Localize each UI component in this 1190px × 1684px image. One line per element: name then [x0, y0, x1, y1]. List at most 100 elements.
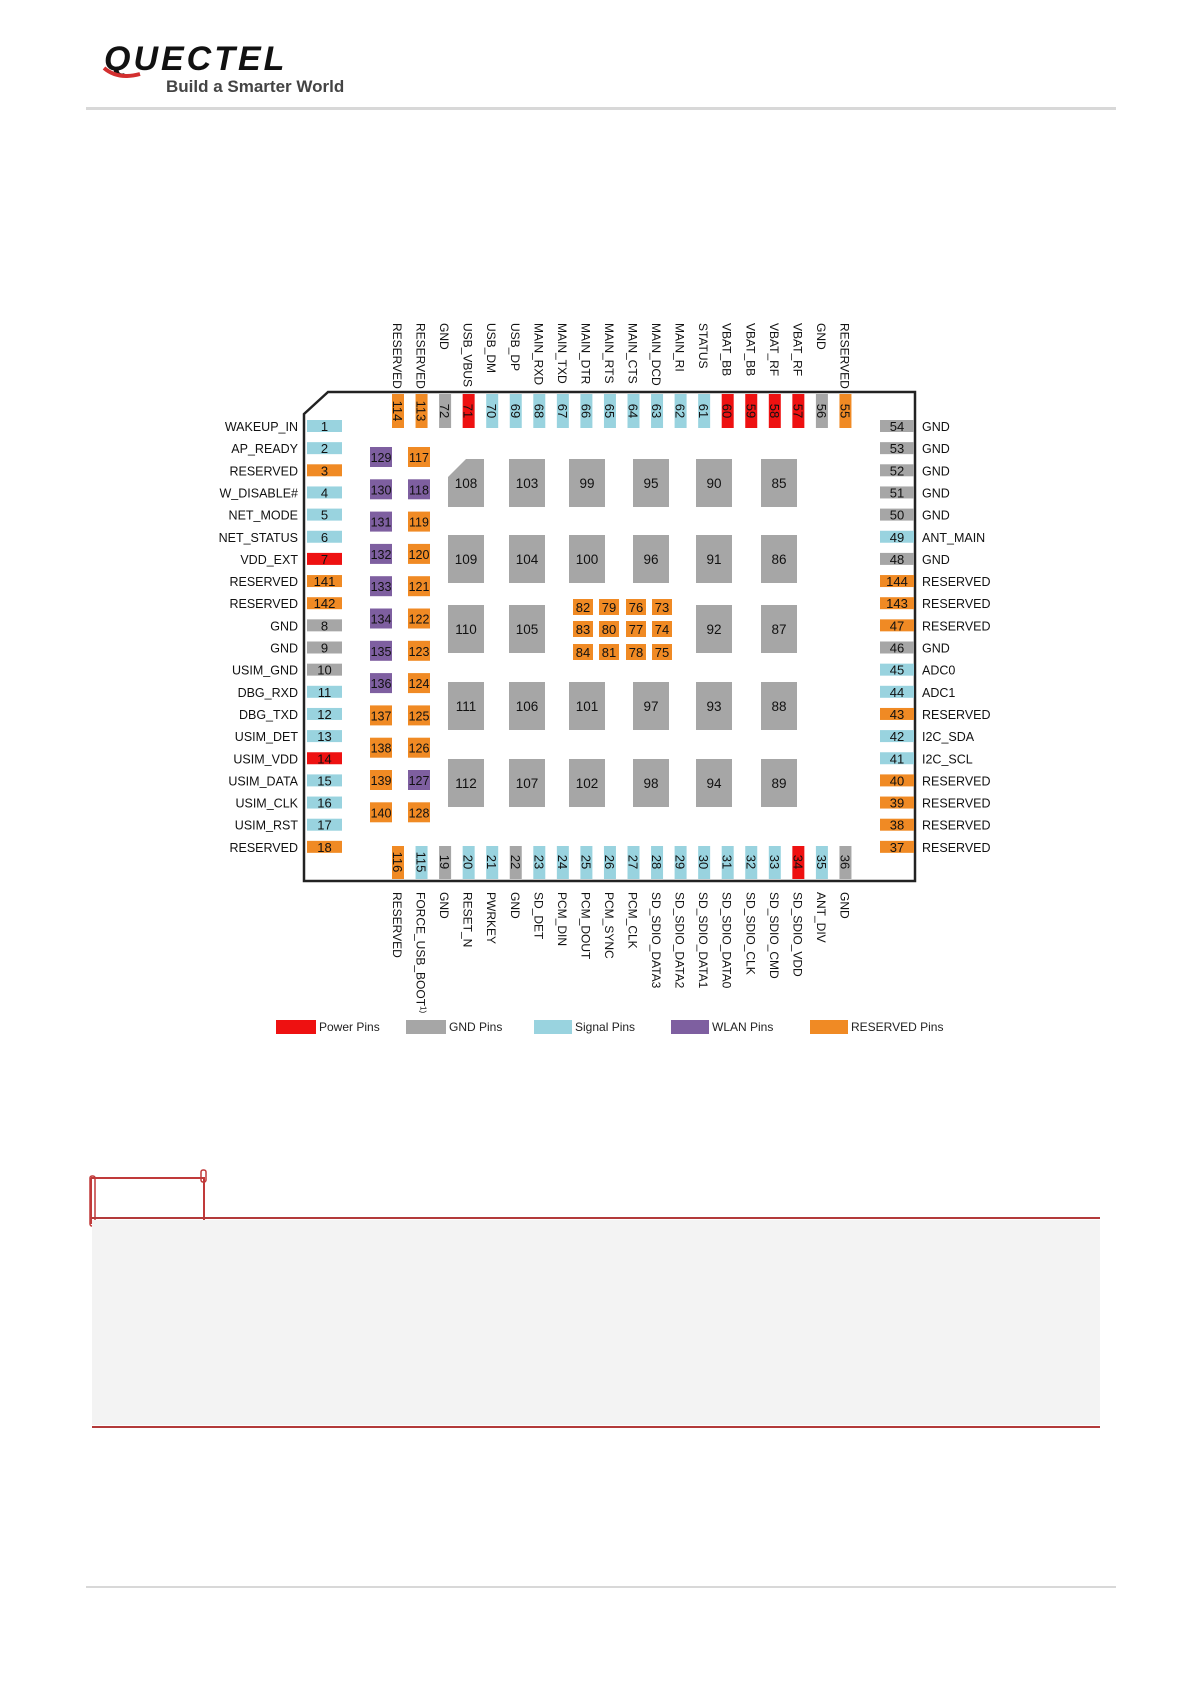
- gnd-pad: 93: [696, 682, 732, 730]
- pin-number: 126: [409, 742, 430, 756]
- inner-pin-a: 134: [370, 608, 392, 629]
- pad-number: 95: [643, 476, 658, 491]
- pin-number: 28: [649, 855, 664, 869]
- pin-name: PCM_DOUT: [578, 892, 592, 960]
- pin-name: PCM_DIN: [555, 892, 569, 946]
- pin-number: 64: [626, 404, 641, 418]
- pad-body: [448, 535, 484, 583]
- pin-number: 47: [890, 618, 904, 633]
- pin-pad: [652, 621, 672, 637]
- pin-number: 78: [629, 645, 643, 660]
- pin-pad: [573, 644, 593, 660]
- pin-number: 22: [508, 855, 523, 869]
- pin-name: GND: [508, 892, 522, 919]
- pin-pad: [880, 420, 914, 432]
- inner-pin-a: 140: [370, 802, 392, 823]
- pin-number: 20: [461, 855, 476, 869]
- logo-wordmark: QUECTEL: [104, 40, 287, 78]
- pin-pad: [392, 394, 404, 428]
- pin-number: 35: [814, 855, 829, 869]
- right-pin: 39 RESERVED: [880, 796, 991, 811]
- pin-number: 29: [673, 855, 688, 869]
- pin-pad: [652, 599, 672, 615]
- pad-body: [633, 759, 669, 807]
- gnd-pad: 104: [509, 535, 545, 583]
- pin-pad: [307, 685, 342, 698]
- pin-pad: [408, 479, 430, 500]
- pin-name: PWRKEY: [484, 892, 498, 944]
- pin-name: W_DISABLE#: [219, 486, 298, 500]
- gnd-pad: 105: [509, 605, 545, 653]
- pad-number: 100: [576, 552, 599, 567]
- pin-pad: [415, 394, 428, 428]
- pin-name: RESERVED: [922, 797, 991, 811]
- pad-number: 106: [516, 699, 539, 714]
- gnd-pad: 87: [761, 605, 797, 653]
- gnd-pad: 109: [448, 535, 484, 583]
- gnd-pad: 91: [696, 535, 732, 583]
- gnd-pad: 95: [633, 459, 669, 507]
- pin-number: 132: [371, 548, 392, 562]
- pin-number: 72: [437, 404, 452, 418]
- pin-number: 30: [696, 855, 711, 869]
- pin-name: MAIN_RI: [673, 323, 687, 372]
- inner-pin-a: 136: [370, 673, 392, 694]
- pin-number: 11: [318, 685, 332, 700]
- pin-name: FORCE_USB_BOOT1): [414, 892, 428, 1013]
- pin-pad: [674, 846, 687, 879]
- pad-body: [696, 535, 732, 583]
- pin-number: 39: [890, 796, 904, 811]
- pin-pad: [408, 737, 430, 758]
- pin-number: 59: [743, 404, 758, 418]
- pad-body: [696, 459, 732, 507]
- pin-name: GND: [837, 892, 851, 919]
- pin-name: USIM_VDD: [233, 752, 298, 766]
- pad-body: [569, 682, 605, 730]
- pin-pad: [768, 394, 781, 428]
- pin-number: 31: [720, 855, 735, 869]
- note-bottom-rule: [92, 1426, 1100, 1428]
- pin-name: SD_SDIO_DATA3: [649, 892, 663, 989]
- pin-pad: [880, 730, 914, 743]
- pin-name: GND: [922, 442, 950, 456]
- pin-name: STATUS: [696, 323, 710, 369]
- pad-number: 88: [771, 699, 786, 714]
- pin-number: 141: [314, 574, 336, 589]
- pin-number: 40: [890, 773, 904, 788]
- pin-name: RESET_N: [461, 892, 475, 947]
- pin-name: RESERVED: [414, 323, 428, 389]
- gnd-pad: 111: [448, 682, 484, 730]
- pin-pad: [415, 846, 428, 879]
- pin-pad: [880, 685, 914, 698]
- pin-pad: [307, 530, 342, 543]
- pin-number: 68: [531, 404, 546, 418]
- pin-name: NET_MODE: [229, 509, 298, 523]
- pin-name: ADC1: [922, 686, 955, 700]
- quectel-logo: QUECTEL Build a Smarter World: [102, 40, 344, 96]
- pin-pad: [792, 394, 805, 428]
- inner-pin-b: 121: [408, 576, 430, 597]
- inner-pin-a: 130: [370, 479, 392, 500]
- gnd-pad: 90: [696, 459, 732, 507]
- pin-number: 122: [409, 613, 430, 627]
- pin-name: SD_SDIO_DATA2: [673, 892, 687, 989]
- pin-name: USIM_DET: [235, 730, 299, 744]
- center-pin: 83: [573, 621, 593, 637]
- pad-body: [761, 682, 797, 730]
- gnd-pad: 110: [448, 605, 484, 653]
- inner-pin-b: 127: [408, 770, 430, 790]
- pin-number: 138: [371, 742, 392, 756]
- pin-name: RESERVED: [229, 597, 298, 611]
- legend-item-gnd: GND Pins: [406, 1018, 502, 1036]
- legend-item-wlan: WLAN Pins: [671, 1018, 773, 1036]
- pad-number: 99: [579, 476, 594, 491]
- pin-pad: [370, 511, 392, 532]
- pin-pad: [580, 846, 593, 879]
